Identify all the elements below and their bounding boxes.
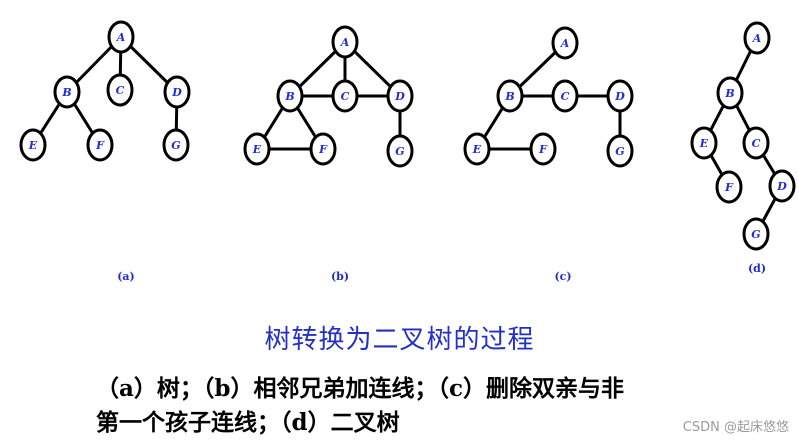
node-shape (716, 76, 744, 110)
node-b-f: F (309, 132, 337, 166)
watermark: CSDN @起床悠悠 (682, 420, 789, 435)
node-c-a: A (551, 26, 579, 60)
node-shape (309, 132, 337, 166)
node-label: D (614, 90, 625, 103)
node-shape (163, 75, 191, 109)
node-label: E (699, 137, 709, 150)
node-shape (742, 217, 770, 251)
caption-line-1: （a）树；（b）相邻兄弟加连线；（c）删除双亲与非 (96, 375, 624, 402)
node-shape (743, 21, 771, 55)
node-shape (715, 170, 743, 204)
node-label: B (504, 90, 514, 103)
node-shape (331, 79, 359, 113)
node-label: A (560, 37, 570, 50)
node-a-e: E (19, 128, 47, 162)
node-shape (106, 73, 134, 107)
node-c-e: E (463, 132, 491, 166)
node-label: G (751, 228, 760, 241)
tree-panel-c: A B C D E F G (c) (463, 26, 634, 283)
node-label: G (395, 145, 404, 158)
node-label: C (561, 90, 570, 103)
node-label: C (116, 84, 125, 97)
node-b-g: G (386, 134, 414, 168)
node-a-b: B (53, 75, 81, 109)
figure-caption: （a）树；（b）相邻兄弟加连线；（c）删除双亲与非 第一个孩子连线；（d）二叉树 (96, 372, 776, 440)
panel-label-d: (d) (748, 262, 766, 275)
tree-panel-b: A B C D E F G (b) (243, 25, 414, 283)
node-shape (529, 132, 557, 166)
node-shape (742, 126, 770, 160)
node-c-c: C (551, 79, 579, 113)
node-shape (551, 26, 579, 60)
node-shape (53, 75, 81, 109)
node-b-d: D (386, 79, 414, 113)
node-shape (463, 132, 491, 166)
node-label: F (318, 143, 328, 156)
node-b-c: C (331, 79, 359, 113)
node-label: D (776, 180, 787, 193)
node-label: G (615, 145, 624, 158)
node-d-a: A (743, 21, 771, 55)
node-shape (19, 128, 47, 162)
node-label: A (116, 31, 126, 44)
node-shape (496, 79, 524, 113)
node-label: F (724, 181, 734, 194)
node-shape (606, 79, 634, 113)
node-a-g: G (162, 128, 190, 162)
panel-label-a: (a) (117, 270, 135, 283)
node-shape (331, 25, 359, 59)
node-label: B (284, 90, 294, 103)
node-a-d: D (163, 75, 191, 109)
node-shape (276, 79, 304, 113)
node-b-e: E (243, 132, 271, 166)
figure-title: 树转换为二叉树的过程 (264, 325, 535, 355)
node-shape (606, 134, 634, 168)
node-shape (386, 79, 414, 113)
node-a-c: C (106, 73, 134, 107)
node-label: E (252, 143, 262, 156)
node-c-g: G (606, 134, 634, 168)
node-shape (386, 134, 414, 168)
node-d-b: B (716, 76, 744, 110)
node-shape (86, 128, 114, 162)
node-shape (162, 128, 190, 162)
tree-panel-a: A B C D E F G (a) (19, 20, 191, 283)
caption-line-2: 第一个孩子连线；（d）二叉树 (96, 409, 400, 436)
node-d-c: C (742, 126, 770, 160)
node-label: C (752, 137, 761, 150)
panel-label-c: (c) (554, 270, 571, 283)
node-label: F (538, 143, 548, 156)
node-b-a: A (331, 25, 359, 59)
node-shape (243, 132, 271, 166)
node-c-b: B (496, 79, 524, 113)
node-shape (690, 126, 718, 160)
node-label: C (341, 90, 350, 103)
node-d-e: E (690, 126, 718, 160)
node-shape (551, 79, 579, 113)
node-shape (768, 169, 796, 203)
node-label: E (472, 143, 482, 156)
node-a-f: F (86, 128, 114, 162)
node-c-d: D (606, 79, 634, 113)
node-a-a: A (107, 20, 135, 54)
node-label: D (171, 86, 182, 99)
node-b-b: B (276, 79, 304, 113)
node-label: A (752, 32, 762, 45)
node-label: B (724, 87, 734, 100)
node-label: F (95, 139, 105, 152)
node-label: B (61, 86, 71, 99)
node-label: G (171, 139, 180, 152)
node-c-f: F (529, 132, 557, 166)
tree-diagrams: A B C D E F G (a) A B C D E F G (b) A B C D E F G (c) A B C D E F G (d) (19, 20, 796, 283)
panel-label-b: (b) (331, 270, 349, 283)
node-shape (107, 20, 135, 54)
node-label: E (28, 139, 38, 152)
node-d-f: F (715, 170, 743, 204)
tree-panel-d: A B C D E F G (d) (690, 21, 796, 275)
node-d-g: G (742, 217, 770, 251)
node-label: A (340, 36, 350, 49)
node-label: D (394, 90, 405, 103)
node-d-d: D (768, 169, 796, 203)
